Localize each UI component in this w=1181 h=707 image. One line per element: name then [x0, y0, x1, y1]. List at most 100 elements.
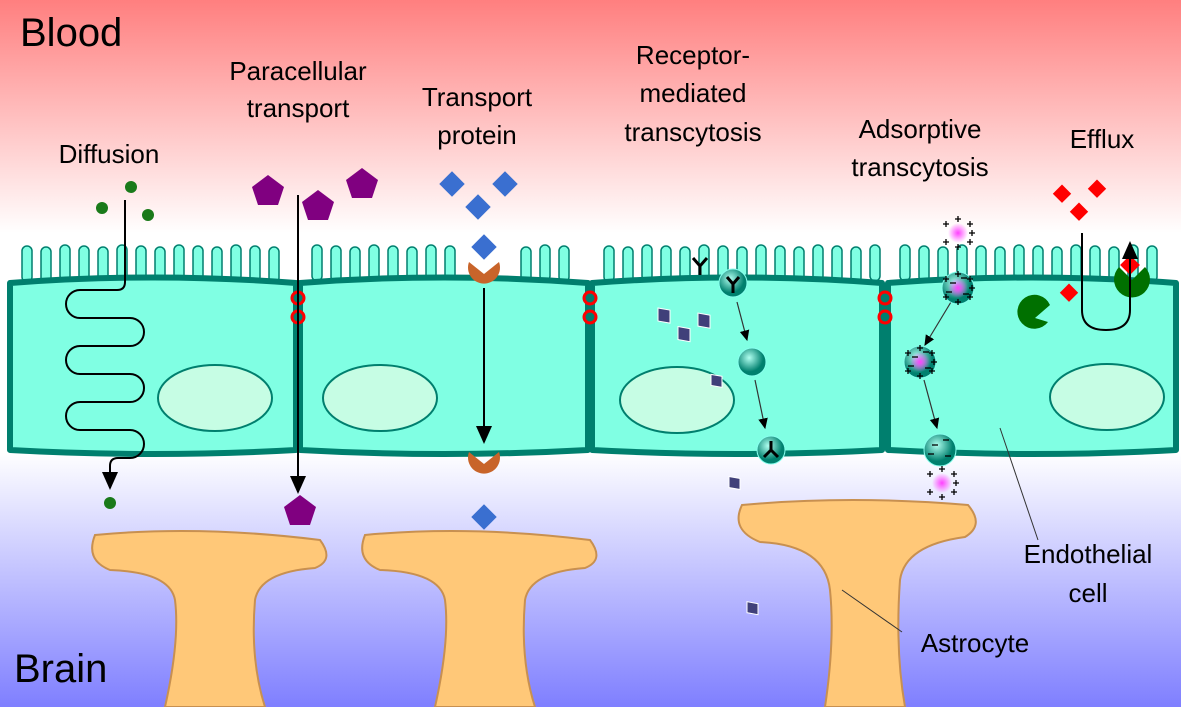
- astrocyte-foot: [361, 530, 598, 707]
- endothelial-cells: [7, 274, 1179, 457]
- transcytosis-arrow: [923, 379, 940, 430]
- plus-charge: [927, 471, 933, 477]
- plus-charge: [943, 294, 949, 300]
- receptor-icon: [691, 257, 709, 275]
- nucleus: [619, 366, 735, 434]
- paracellular-molecule: [302, 190, 334, 220]
- plus-charge: [927, 489, 933, 495]
- transport-molecule: [471, 234, 497, 260]
- microvillus: [603, 245, 615, 283]
- efflux-pump: [1017, 294, 1050, 329]
- nucleus: [157, 364, 273, 432]
- paracellular-label: Paracellular: [229, 56, 367, 86]
- efflux-pump: [1114, 267, 1150, 298]
- receptor-icon: [762, 441, 780, 459]
- transcytosis-arrow: [754, 379, 768, 430]
- adsorptive-label: Adsorptive: [859, 114, 982, 144]
- plus-charge: [969, 285, 975, 291]
- receptor-mediated-label: Receptor-: [636, 40, 750, 70]
- plus-charge: [943, 221, 949, 227]
- plus-charge: [951, 471, 957, 477]
- transporter-protein: [467, 452, 500, 474]
- microvillus: [230, 244, 242, 282]
- plus-charge: [955, 244, 961, 250]
- efflux-molecule: [1052, 184, 1072, 203]
- receptor-mediated-label: transcytosis: [624, 117, 761, 147]
- microvillus: [641, 244, 653, 282]
- astrocyte-label: Astrocyte: [921, 628, 1029, 658]
- plus-charge: [967, 294, 973, 300]
- paracellular-label: transport: [247, 93, 350, 123]
- astrocyte-pointer: [841, 589, 903, 633]
- ligand-cube: [657, 307, 671, 324]
- plus-charge: [917, 373, 923, 379]
- efflux-pathway: [1017, 179, 1150, 332]
- plus-charge: [969, 230, 975, 236]
- transport-protein-label: protein: [437, 120, 517, 150]
- diffusion-label: Diffusion: [59, 139, 160, 169]
- tight-junction: [877, 309, 893, 325]
- plus-charge: [905, 350, 911, 356]
- microvillus: [368, 244, 380, 282]
- diffusion-molecule: [96, 202, 108, 214]
- endothelial-cell: [7, 274, 299, 457]
- microvillus: [831, 245, 843, 283]
- ligand-cube: [710, 373, 723, 388]
- microvillus: [869, 244, 881, 282]
- microvillus: [899, 244, 911, 282]
- transport-molecule: [471, 504, 497, 530]
- plus-charge: [931, 359, 937, 365]
- nucleus: [322, 364, 438, 432]
- tight-junction: [582, 309, 598, 325]
- receptor-icon: [725, 276, 741, 293]
- microvillus: [249, 245, 261, 283]
- blood-label: Blood: [20, 11, 122, 55]
- microvillus: [918, 245, 930, 283]
- diffusion-molecule: [104, 497, 116, 509]
- paracellular-molecule: [284, 495, 316, 525]
- plus-charge: [929, 350, 935, 356]
- plus-charge: [943, 239, 949, 245]
- ligand-cube: [677, 325, 691, 343]
- efflux-arrow: [1081, 233, 1138, 332]
- transport-molecule: [465, 194, 491, 220]
- cationic-molecule: [932, 473, 952, 493]
- vesicle: [923, 433, 957, 467]
- ligand-cube: [728, 475, 741, 491]
- plus-charge: [929, 368, 935, 374]
- efflux-molecule: [1059, 283, 1079, 302]
- plus-charge: [967, 239, 973, 245]
- plus-charge: [967, 221, 973, 227]
- cationic-molecule: [948, 223, 968, 243]
- tight-junction: [582, 290, 598, 306]
- microvillus: [539, 244, 551, 282]
- transport-molecule: [439, 171, 465, 197]
- microvillus: [21, 245, 33, 283]
- adsorptive-label: transcytosis: [851, 152, 988, 182]
- efflux-molecule: [1069, 202, 1089, 221]
- endothelial-cell-label: Endothelial: [1024, 539, 1153, 569]
- efflux-molecule: [1087, 179, 1107, 198]
- plus-charge: [955, 216, 961, 222]
- plus-charge: [905, 368, 911, 374]
- receptor-mediated-label: mediated: [640, 78, 747, 108]
- nucleus: [1049, 363, 1165, 431]
- vesicle: [737, 347, 767, 377]
- microvillus: [330, 245, 342, 283]
- paracellular-molecule: [346, 168, 378, 198]
- diffusion-molecule: [142, 209, 154, 221]
- plus-charge: [953, 480, 959, 486]
- astrocytes: [91, 499, 977, 707]
- receptor-mediated-pathway: [657, 257, 786, 616]
- transcytosis-arrow: [736, 301, 750, 342]
- transcytosis-arrow: [924, 301, 952, 347]
- microvillus: [558, 245, 570, 283]
- diffusion-pathway: [65, 181, 154, 509]
- astrocyte-foot: [737, 499, 977, 707]
- paracellular-pathway: [252, 168, 378, 525]
- cationic-molecule: [948, 278, 968, 298]
- transporter-protein: [467, 262, 500, 284]
- diffusion-arrow: [65, 200, 145, 490]
- microvillus: [311, 244, 323, 282]
